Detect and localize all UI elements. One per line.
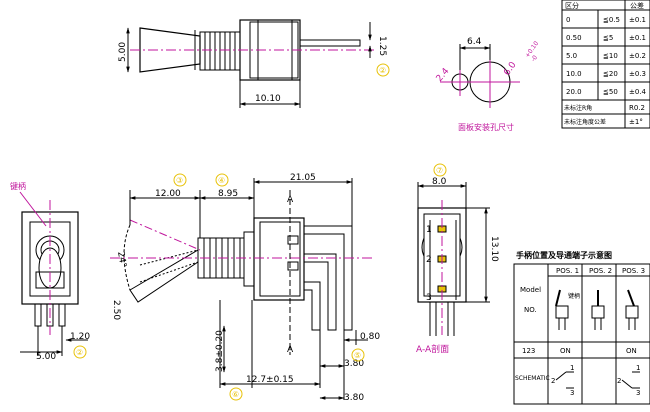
tol-row-value: ±0.1 (629, 16, 646, 24)
tol-row-value: ±0.2 (629, 52, 646, 60)
handle-note: 键柄 (568, 292, 580, 300)
section-pin-label: 3 (426, 293, 432, 303)
tol-header-range: 区分 (565, 1, 579, 10)
tol-row-to: ≦5 (603, 34, 613, 42)
front-pin-dimension: 1.20 (70, 332, 90, 342)
pos-header: POS. 2 (589, 267, 612, 275)
cutout-small-dimension: 2.4 (435, 66, 452, 84)
panel-cutout: 6.4 2.4 6.0 +0.10 -0 面板安装孔尺寸 (435, 37, 541, 132)
side-marker: ⑤ (354, 351, 361, 360)
section-label-bottom: A (287, 345, 294, 355)
state-cell: ON (626, 347, 637, 355)
schematic-pin: 3 (570, 389, 574, 397)
top-body-dimension: 10.10 (255, 94, 281, 104)
tol-footer-value: ±1° (629, 118, 643, 126)
schematic-label: SCHEMATIC (515, 375, 550, 382)
side-marker: ⑥ (232, 390, 239, 399)
col-no: NO. (524, 306, 537, 314)
front-pitch-dimension: 5.00 (36, 352, 56, 362)
tol-row-value: ±0.1 (629, 34, 646, 42)
side-bushing-dimension: 8.95 (218, 189, 238, 199)
tol-row-from: 20.0 (566, 88, 582, 96)
col-model: Model (520, 286, 541, 294)
section-pin-label: 1 (426, 225, 432, 235)
side-marker: ③ (176, 176, 183, 185)
tol-footer-label: 未标注角度公差 (564, 118, 606, 126)
tol-row-value: ±0.4 (629, 88, 647, 96)
section-caption: A-A剖面 (416, 343, 449, 355)
handle-label: 键柄 (10, 181, 26, 191)
pos-header: POS. 1 (556, 267, 579, 275)
side-pin-span-dimension: 12.7±0.15 (246, 375, 294, 385)
position-table: 手柄位置及导通端子示意图 Model NO. POS. 1 POS. 2 POS… (513, 250, 650, 405)
schematic-pin: 2 (617, 377, 621, 385)
tol-footer-label: 未标注R角 (564, 104, 592, 112)
front-view: 键柄 5.00 1.20 ② (10, 181, 90, 362)
tol-row-value: ±0.3 (629, 70, 646, 78)
schematic-pin: 2 (551, 377, 555, 385)
section-marker: ⑦ (436, 166, 443, 175)
side-lever-dimension: 12.00 (155, 189, 181, 199)
section-view: 1 2 3 8.0 ⑦ 13.10 A-A剖面 (416, 163, 499, 355)
schematic-pin: 3 (636, 389, 640, 397)
top-width-dimension: 5.00 (118, 42, 128, 62)
side-angle-dimension: 24° (115, 251, 128, 268)
section-label-top: A (287, 195, 294, 205)
top-shaft-dimension: 1.25 (377, 36, 387, 56)
front-marker: ② (76, 348, 83, 357)
schematic-pin: 1 (570, 364, 574, 372)
side-pin-b-dimension: 3.80 (344, 393, 364, 403)
side-marker: ④ (218, 176, 225, 185)
section-width-dimension: 8.0 (432, 177, 447, 187)
side-height-dimension: 3.8±0.20 (215, 330, 225, 372)
top-view: 5.00 10.10 1.25 ② (118, 19, 390, 108)
tol-row-from: 10.0 (566, 70, 582, 78)
tol-row-from: 0.50 (566, 34, 582, 42)
side-pin-thk-dimension: 0.80 (360, 332, 380, 342)
tol-row-to: ≦50 (603, 88, 618, 96)
tol-row-from: 5.0 (566, 52, 577, 60)
cutout-tol-minus: -0 (530, 54, 539, 63)
side-total-dimension: 21.05 (290, 173, 316, 183)
tol-footer-value: R0.2 (629, 104, 645, 112)
top-marker: ② (379, 66, 386, 75)
pos-header: POS. 3 (622, 267, 645, 275)
tol-row-from: 0 (566, 16, 570, 24)
cutout-large-dimension: 6.0 (502, 60, 519, 78)
tol-header-tol: 公差 (630, 1, 644, 10)
model-number: 123 (522, 347, 535, 355)
cutout-spacing-dimension: 6.4 (467, 37, 482, 47)
tol-row-to: ≦20 (603, 70, 618, 78)
tolerance-table: 区分 公差 0 ≦0.5 ±0.1 0.50 ≦5 ±0.1 5.0 ≦10 ±… (561, 0, 650, 129)
side-lever-dia-dimension: 2.50 (111, 300, 121, 320)
cutout-caption: 面板安装孔尺寸 (458, 122, 514, 132)
side-view: A A 21.05 12.00 8.95 24° 2.50 3.8±0.20 1… (110, 173, 380, 403)
section-pin-label: 2 (426, 255, 432, 265)
side-pin-a-dimension: 3.80 (344, 359, 364, 369)
tol-row-to: ≦0.5 (603, 16, 620, 24)
state-cell: ON (560, 347, 571, 355)
tol-row-to: ≦10 (603, 52, 618, 60)
position-table-title: 手柄位置及导通端子示意图 (516, 250, 612, 260)
section-height-dimension: 13.10 (489, 236, 499, 262)
schematic-pin: 1 (636, 364, 640, 372)
